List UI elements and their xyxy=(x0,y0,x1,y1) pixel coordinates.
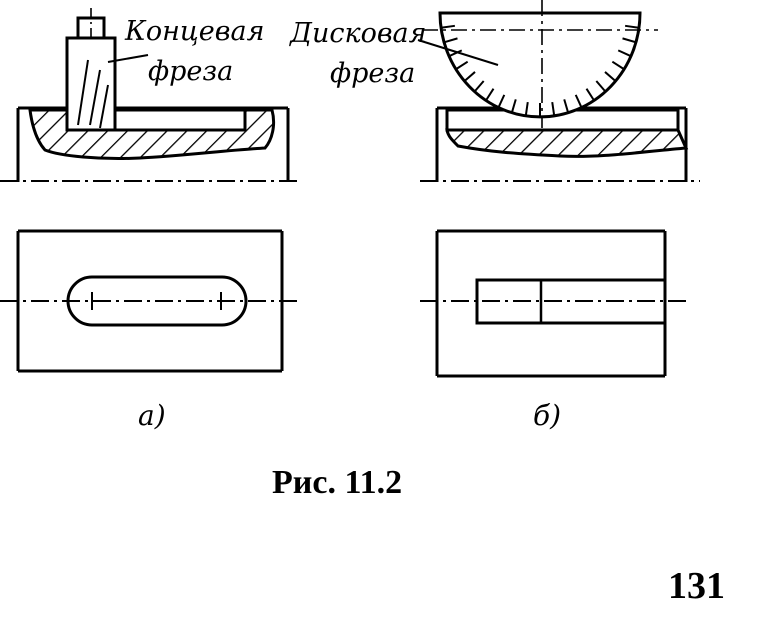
cutter-tooth xyxy=(624,24,640,29)
cutter-tooth xyxy=(524,101,529,117)
cutter-tooth xyxy=(448,49,463,58)
cutter-tooth xyxy=(443,37,458,44)
diagram-a-side-view: Концевая фреза xyxy=(0,8,300,182)
cutter-tooth xyxy=(604,71,617,82)
sublabel-b: б) xyxy=(533,399,561,432)
end-mill-flute xyxy=(89,69,101,126)
cutter-tooth xyxy=(485,88,495,102)
cutter-tooth xyxy=(440,24,456,29)
leader-disk-mill xyxy=(417,39,499,66)
cutter-tooth xyxy=(595,80,607,93)
figure-caption: Рис. 11.2 xyxy=(272,464,402,501)
disk-cutter xyxy=(438,11,642,119)
cutter-tooth xyxy=(611,60,625,71)
cutter-tooth xyxy=(617,49,632,58)
label-disk-mill-line1: Дисковая xyxy=(289,18,427,49)
label-disk-mill-line2: фреза xyxy=(330,58,415,89)
end-mill-flute xyxy=(99,84,109,129)
cutter-tooth xyxy=(455,60,469,71)
hatched-zone-b xyxy=(445,128,689,158)
label-end-mill-line2: фреза xyxy=(148,56,233,87)
end-mill-flute xyxy=(77,59,89,126)
page-number: 131 xyxy=(668,565,725,607)
leader-end-mill xyxy=(107,54,149,63)
diagram-b-top-view xyxy=(420,229,690,378)
cutter-tooth xyxy=(473,80,485,93)
disk-cutter-teeth xyxy=(440,24,640,117)
cutter-tooth xyxy=(551,101,556,117)
sublabel-a: а) xyxy=(138,399,166,432)
cutter-tooth xyxy=(574,94,583,109)
diagram-a-top-view xyxy=(0,229,300,373)
cutter-tooth xyxy=(563,99,570,114)
label-end-mill-line1: Концевая xyxy=(124,16,264,47)
workpiece-a-outline xyxy=(16,106,290,182)
cutter-tooth xyxy=(585,88,595,102)
diagram-b-side-view: Дисковая фреза xyxy=(289,0,700,182)
cutter-tooth xyxy=(622,37,637,44)
workpiece-b-top xyxy=(435,229,667,378)
cutter-tooth xyxy=(510,99,517,114)
cutter-tooth xyxy=(463,71,476,82)
cutter-tooth xyxy=(497,94,506,109)
